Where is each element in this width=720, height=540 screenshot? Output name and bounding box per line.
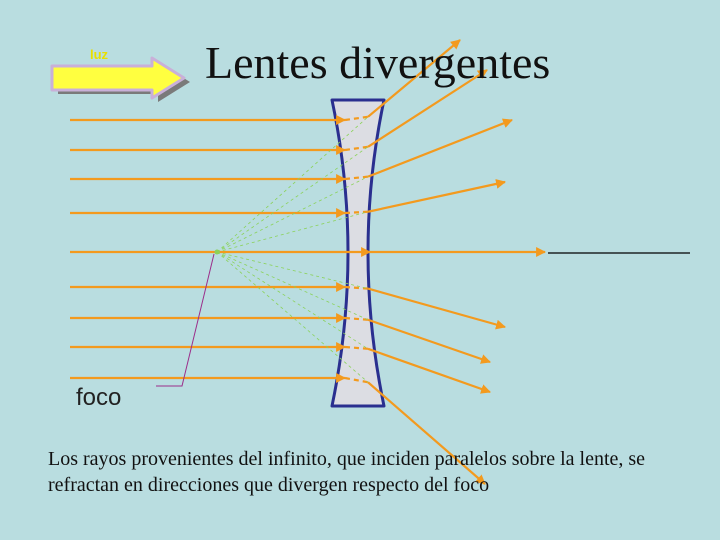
lens-internal-ray-6 [344,285,369,290]
construction-lines-group [216,116,369,383]
refracted-ray-4 [367,179,506,213]
light-label: luz [90,47,109,62]
lens-internal-ray-4 [344,210,369,215]
focus-point [214,249,220,255]
rays-group [70,39,546,485]
caption-text: Los rayos provenientes del infinito, que… [48,448,646,496]
lens-internal-ray-2 [344,145,369,152]
focus-construction-line-7 [216,251,369,321]
lens-internal-ray-9 [344,376,369,384]
focus-construction-line-4 [216,211,369,253]
focus-construction-line-3 [216,176,369,253]
refracted-ray-7 [367,318,491,364]
refracted-ray-8 [367,347,491,394]
focus-construction-line-2 [216,146,369,253]
refracted-ray-1 [367,39,461,118]
lens-internal-ray-1 [344,115,369,122]
focus-label: foco [76,384,122,411]
refracted-ray-9 [367,381,486,485]
slide-title: Lentes divergentes [205,37,551,88]
lens-internal-ray-8 [344,345,369,350]
lens-internal-ray-7 [344,316,369,321]
focus-pointer-line [156,253,215,387]
refracted-ray-3 [367,118,513,178]
light-arrow-icon [50,56,190,102]
refracted-ray-6 [367,287,506,330]
lens-internal-ray-3 [344,175,369,181]
focus-construction-line-6 [216,251,369,289]
refracted-ray-2 [367,69,488,148]
focus-construction-line-1 [216,116,369,253]
